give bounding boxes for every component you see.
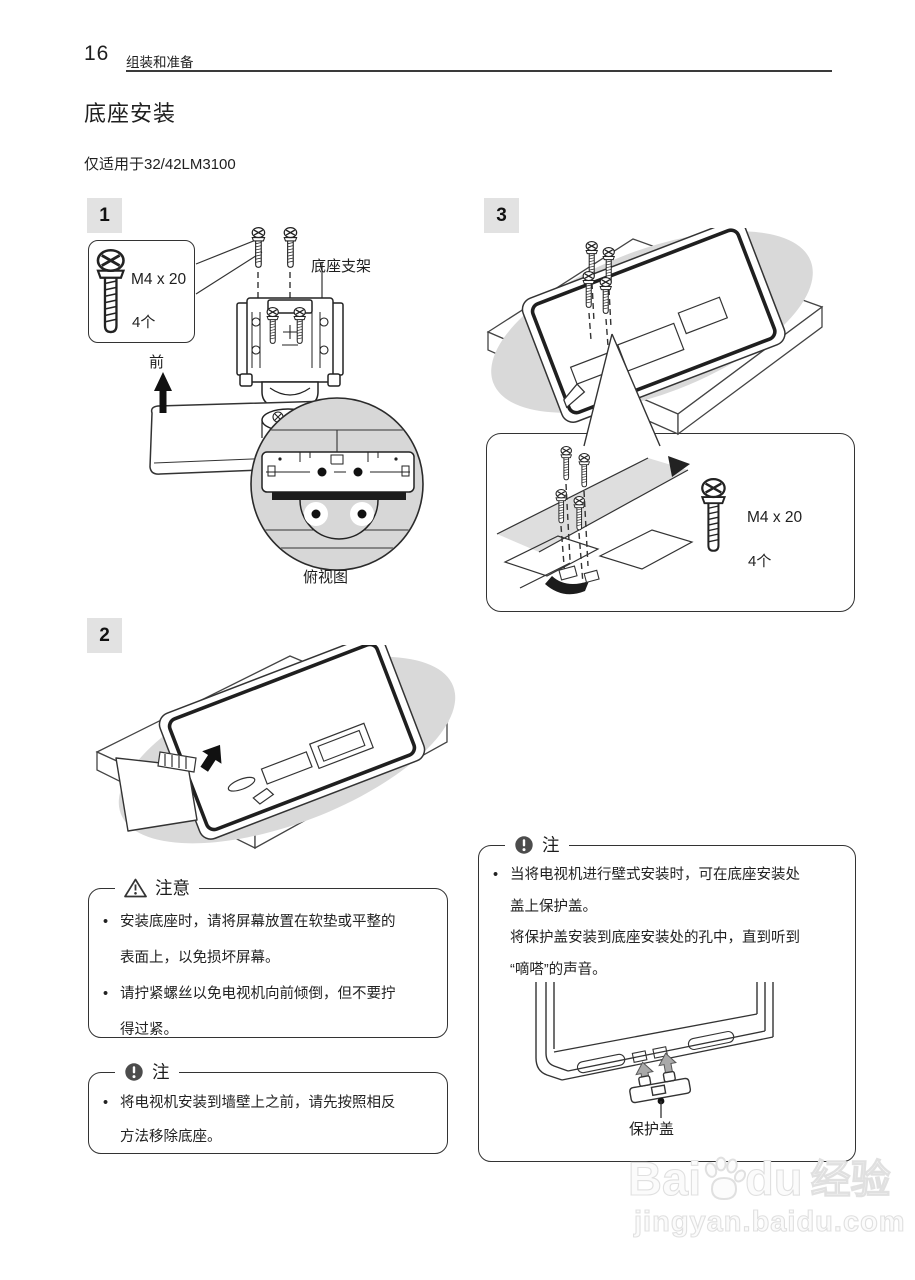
caution-title-text: 注意 [155,878,190,898]
warning-triangle-icon [124,878,147,897]
note-right-line: 将保护盖安装到底座安装处的孔中，直到听到 [510,930,800,946]
step1-badge: 1 [87,198,122,233]
caution-line: 请拧紧螺丝以免电视机向前倾倒，但不要拧 [103,976,435,1012]
screw-icon [96,249,125,334]
caution-line: 得过紧。 [120,1022,178,1038]
section-header: 组装和准备 [126,55,194,70]
note-info-icon [125,1062,143,1081]
note-left-title-text: 注 [152,1062,170,1082]
caution-line: 安装底座时，请将屏幕放置在软垫或平整的 [103,904,435,940]
bracket-label: 底座支架 [311,258,372,275]
front-arrow-icon [154,372,172,413]
note-right-title-text: 注 [542,835,560,855]
cover-label: 保护盖 [629,1121,675,1138]
screw-spec-step3: M4 x 20 [747,509,803,526]
model-applicability: 仅适用于32/42LM3100 [84,156,236,173]
page-number: 16 [84,42,110,65]
step2-illustration [95,645,456,850]
step3-detail-art [496,445,726,595]
note-right-line: 当将电视机进行壁式安装时，可在底座安装处 [493,860,843,892]
caution-box-title: 注意 [115,875,199,900]
step3-illustration [486,228,824,447]
top-view-label: 俯视图 [303,569,349,586]
note-left-title: 注 [115,1059,179,1084]
caution-line: 表面上，以免损坏屏幕。 [120,950,280,966]
header-rule [126,70,832,72]
step2-badge: 2 [87,618,122,653]
step1-illustration [149,226,424,571]
watermark-brand-cn: 经验 [810,1157,891,1202]
watermark-brand-left: Bai [627,1152,702,1205]
note-box-left: 注 将电视机安装到墙壁上之前，请先按照相反 方法移除底座。 [88,1059,448,1154]
note-right-line: “嘀嗒”的声音。 [510,961,607,978]
page-title: 底座安装 [84,101,177,126]
note-right-line: 盖上保护盖。 [510,898,597,915]
cover-installation-art [535,982,774,1118]
screw-qty-step3: 4个 [748,553,772,570]
insert-arrow-icon [200,744,222,772]
caution-box: 注意 安装底座时，请将屏幕放置在软垫或平整的 表面上，以免损坏屏幕。 请拧紧螺丝… [88,875,448,1038]
watermark-url: jingyan.baidu.com [633,1205,906,1238]
paw-icon [704,1156,747,1201]
note-right-title: 注 [505,832,569,857]
screw-qty-step1: 4个 [132,314,156,331]
front-label: 前 [149,354,165,371]
screw-spec-step1: M4 x 20 [131,271,187,288]
note-box-right: 注 当将电视机进行壁式安装时，可在底座安装处 盖上保护盖。 将保护盖安装到底座安… [478,832,856,1162]
note-left-line: 方法移除底座。 [120,1129,222,1145]
watermark-brand-right: du [745,1152,804,1205]
watermark: Bai du 经验 jingyan.baidu.com [627,1152,914,1239]
note-left-line: 将电视机安装到墙壁上之前，请先按照相反 [103,1086,435,1120]
note-info-icon [515,835,533,854]
step3-badge: 3 [484,198,519,233]
